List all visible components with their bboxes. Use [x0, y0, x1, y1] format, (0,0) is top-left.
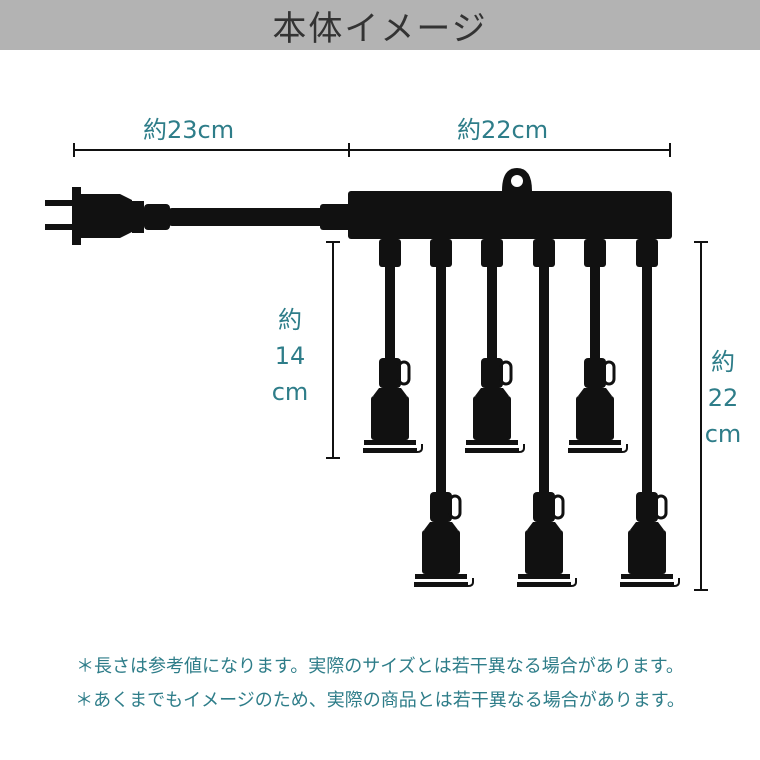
notes: ＊長さは参考値になります。実際のサイズとは若干異なる場合があります。 ＊あくまで…: [0, 650, 760, 718]
page-title: 本体イメージ: [272, 8, 488, 49]
long-drop-label-line2: 22: [707, 384, 739, 412]
short-socket-cord-2: [463, 239, 526, 454]
plug-icon: [45, 187, 170, 245]
header-bar: 本体イメージ: [0, 0, 760, 50]
short-drop-label-line1: 約: [278, 306, 302, 334]
short-drop-label-line3: cm: [271, 378, 309, 406]
cord-length-label: 約23cm: [143, 116, 235, 144]
short-socket-cord-1: [361, 239, 424, 454]
long-drop-dimension-line: [694, 241, 708, 591]
long-drop-label-line1: 約: [711, 348, 735, 376]
note-line: ＊あくまでもイメージのため、実際の商品とは若干異なる場合があります。: [75, 690, 685, 711]
short-drop-label-line2: 14: [274, 342, 306, 370]
short-drop-label: 約 14 cm: [262, 302, 318, 410]
splitter-body: [348, 168, 672, 239]
long-socket-cord-1: [412, 239, 475, 588]
note-line: ＊長さは参考値になります。実際のサイズとは若干異なる場合があります。: [76, 656, 684, 677]
cord-strain-relief: [320, 204, 352, 230]
long-socket-cord-2: [515, 239, 578, 588]
long-socket-cord-3: [618, 239, 681, 588]
short-drop-dimension-line: [326, 241, 340, 459]
short-socket-cord-3: [566, 239, 629, 454]
power-cord: [168, 208, 328, 226]
product-diagram: [45, 143, 708, 591]
horizontal-dimension-line: [73, 143, 671, 157]
long-drop-label: 約 22 cm: [695, 344, 751, 452]
long-drop-label-line3: cm: [704, 420, 742, 448]
body-length-label: 約22cm: [457, 116, 549, 144]
